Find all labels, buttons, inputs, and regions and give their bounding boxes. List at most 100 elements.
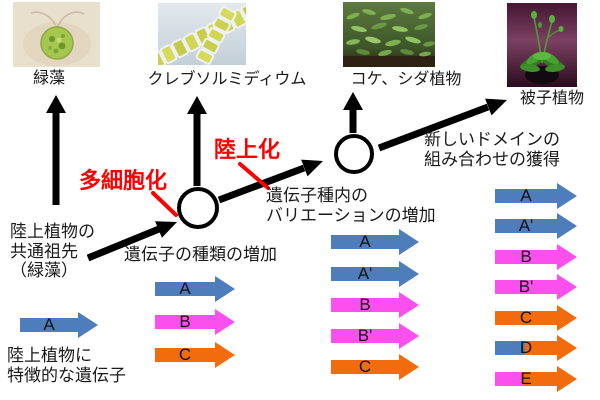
- gene-label: A: [179, 279, 191, 298]
- filament-2: [195, 5, 237, 65]
- gene-label: A': [357, 264, 373, 283]
- diagonal-arrowhead-2: [301, 159, 323, 177]
- gene-label: A: [359, 232, 371, 251]
- gene-arrow-body: [331, 329, 399, 343]
- gene-arrow-body: [155, 348, 215, 362]
- gene-label: B: [179, 312, 191, 331]
- event-tick-multicellular: [151, 191, 178, 217]
- gene-arrowhead: [215, 309, 235, 335]
- moss-leaves: [346, 7, 435, 57]
- ancestor-note: 陸上植物の 共通祖先 （緑藻）: [10, 222, 95, 281]
- gene-label: D: [519, 338, 533, 357]
- gene-increase-note: 遺伝子の種類の増加: [124, 245, 277, 264]
- gene-label: C: [178, 345, 192, 364]
- up-arrowhead-3: [343, 92, 363, 110]
- gene-arrow: B: [331, 292, 419, 318]
- gene-arrow: A: [495, 183, 577, 209]
- new-domain-note-line1: 新しいドメインの: [424, 130, 560, 149]
- gene-arrow-body: [331, 235, 399, 249]
- diagonal-arrowhead-1: [155, 221, 177, 238]
- variation-note-line2: バリエーションの増加: [266, 205, 436, 225]
- klebsormidium-photo: [158, 3, 246, 65]
- diagonal-arrow-3: [377, 103, 490, 152]
- gene-arrow: B: [495, 244, 577, 270]
- event-label-terrestrial: 陸上化: [214, 137, 281, 162]
- node-multicellular: [177, 187, 219, 229]
- gene-arrow-body: [20, 318, 78, 332]
- gene-arrow: A: [331, 229, 419, 255]
- gene-arrow: C: [155, 342, 235, 368]
- gene-label: C: [519, 308, 533, 327]
- gene-arrowhead: [399, 354, 419, 380]
- gene-arrow-body: [495, 250, 557, 264]
- gene-arrow-fusion: D: [495, 335, 577, 361]
- gene-arrowhead: [557, 305, 577, 331]
- gene-arrowhead: [557, 183, 577, 209]
- gene-arrow: B': [495, 274, 577, 300]
- gene-arrowhead: [215, 342, 235, 368]
- gene-arrow: B: [155, 309, 235, 335]
- gene-arrow-body: [495, 280, 557, 294]
- gene-label: B': [357, 326, 373, 345]
- characteristic-note-line1: 陸上植物に: [7, 346, 92, 365]
- gene-arrowhead: [399, 323, 419, 349]
- up-arrowhead-1: [46, 95, 66, 113]
- gene-arrow-body: [155, 282, 215, 296]
- gene-arrowhead: [557, 274, 577, 300]
- taxon-label-moss-fern: コケ、シダ植物: [350, 71, 462, 88]
- gene-arrow-body: [331, 298, 399, 312]
- gene-arrowhead: [557, 366, 577, 392]
- gene-arrow-body-right: [523, 372, 557, 386]
- ancestor-note-line2: 共通祖先: [10, 241, 78, 261]
- diagonal-arrow-1: [86, 225, 161, 262]
- gene-arrowhead: [399, 292, 419, 318]
- gene-arrowhead: [399, 261, 419, 287]
- ancestor-note-line1: 陸上植物の: [10, 222, 95, 241]
- arabidopsis-photo: [507, 3, 577, 87]
- gene-arrowhead: [557, 335, 577, 361]
- gene-arrowhead: [215, 276, 235, 302]
- gene-arrow: C: [331, 354, 419, 380]
- gene-arrow-body: [331, 360, 399, 374]
- gene-arrow: B': [331, 323, 419, 349]
- gene-arrow: C: [495, 305, 577, 331]
- rosette: [520, 51, 565, 73]
- gene-arrow: A': [495, 213, 577, 239]
- moss-photo: [343, 2, 435, 67]
- gene-arrowhead: [557, 213, 577, 239]
- characteristic-note: 陸上植物に 特徴的な遺伝子: [7, 346, 126, 385]
- gene-arrow: A: [20, 312, 98, 338]
- gene-arrowhead: [557, 244, 577, 270]
- gene-arrow-body: [331, 267, 399, 281]
- up-arrowhead-2: [187, 96, 207, 114]
- gene-arrow-body-left: [495, 341, 525, 355]
- gene-arrow-body-left: [495, 372, 523, 386]
- gene-label: E: [520, 369, 532, 388]
- gene-arrow-body: [495, 189, 557, 203]
- gene-label: C: [358, 357, 372, 376]
- variation-note: 遺伝子種内の バリエーションの増加: [266, 186, 436, 225]
- gene-arrow-body: [155, 315, 215, 329]
- diagonal-arrowhead-3: [485, 98, 507, 116]
- variation-note-line1: 遺伝子種内の: [266, 186, 368, 205]
- gene-label: A: [520, 186, 532, 205]
- gene-arrowhead: [399, 229, 419, 255]
- gene-label: A': [518, 216, 534, 235]
- gene-arrowhead: [78, 312, 98, 338]
- taxon-label-green-algae: 緑藻: [32, 70, 65, 87]
- event-label-multicellular: 多細胞化: [79, 168, 168, 193]
- taxon-label-angiosperm: 被子植物: [519, 90, 584, 107]
- taxon-label-klebsormidium: クレブソルミディウム: [147, 71, 307, 88]
- gene-label: B: [520, 247, 532, 266]
- characteristic-note-line2: 特徴的な遺伝子: [7, 365, 126, 385]
- ancestor-note-line3: （緑藻）: [10, 261, 78, 280]
- gene-label: B: [359, 295, 371, 314]
- gene-arrow-body: [495, 311, 557, 325]
- new-domain-note-line2: 組み合わせの獲得: [424, 149, 560, 169]
- gene-arrow-body-right: [525, 341, 557, 355]
- gene-arrow: A': [331, 261, 419, 287]
- node-terrestrial: [334, 134, 374, 174]
- gene-label: B': [518, 277, 534, 296]
